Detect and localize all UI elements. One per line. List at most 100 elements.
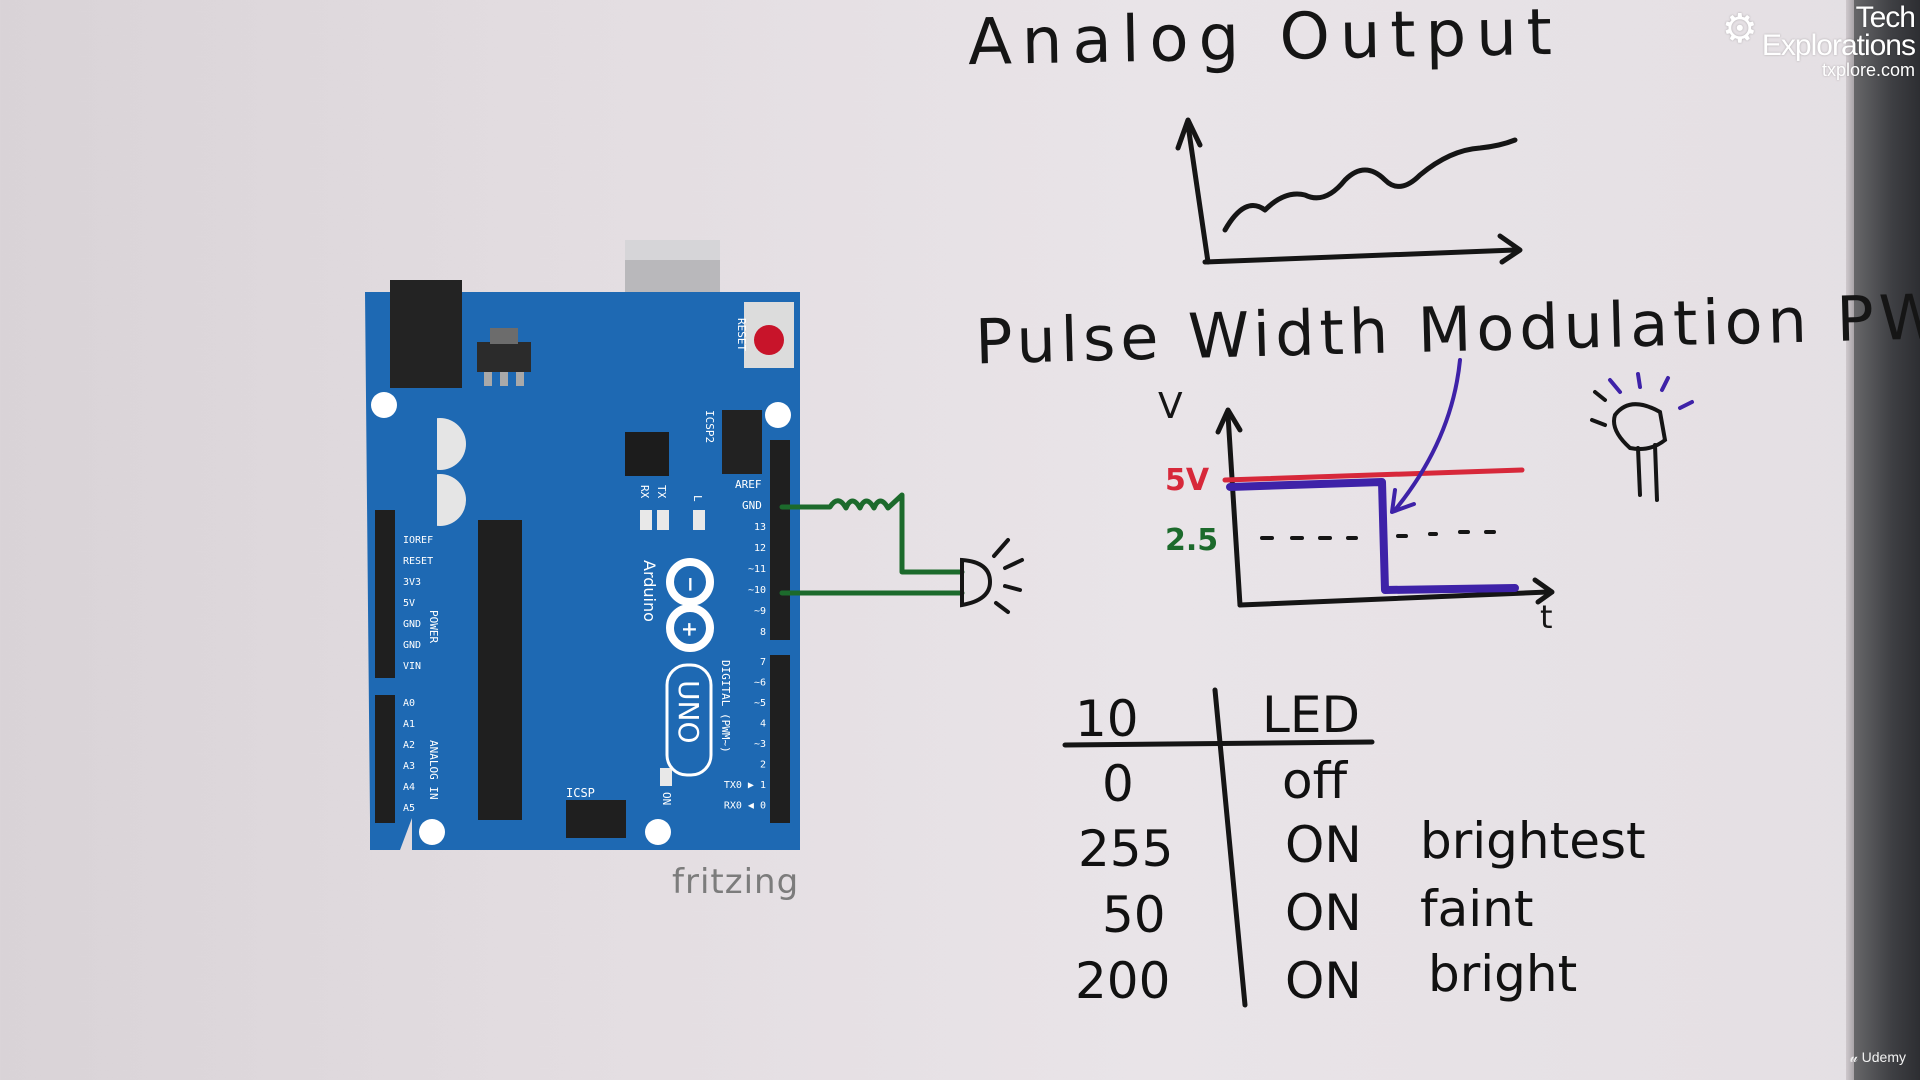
logo-line-2: Explorations	[1761, 29, 1916, 62]
pwm-mid-dashed-line	[1260, 530, 1496, 540]
udemy-label: Udemy	[1861, 1049, 1906, 1065]
on-label: ON	[660, 792, 673, 805]
pin-label: ~11	[748, 564, 766, 575]
resistor-wire	[779, 492, 965, 575]
digital-header-top	[770, 440, 790, 640]
row-1-state: ON	[1285, 816, 1362, 874]
voltage-regulator	[477, 342, 531, 372]
icsp-label: ICSP	[566, 786, 595, 800]
usb-chip	[625, 432, 669, 476]
svg-text:−: −	[679, 576, 703, 593]
regulator-tab	[490, 328, 518, 344]
pin-label: ~3	[754, 739, 766, 750]
pin-label: ~10	[748, 585, 766, 596]
infinity-loop-top	[666, 558, 714, 606]
on-led	[660, 768, 672, 786]
pcb	[365, 292, 800, 850]
bulb-leg	[1653, 443, 1659, 502]
pin-label: 5V	[403, 598, 415, 609]
pin-label: A1	[403, 719, 415, 730]
rx-led	[640, 510, 652, 530]
analog-in-label: ANALOG IN	[427, 740, 440, 800]
row-3-value: 200	[1075, 952, 1171, 1010]
infinity-loop-bottom	[666, 604, 714, 652]
pin-label: RX0 ◀ 0	[724, 801, 766, 812]
logo-url: txplore.com	[1821, 60, 1915, 80]
pwm-x-axis	[1237, 589, 1551, 608]
led-circuit-sketch	[779, 492, 965, 596]
rx-label: RX	[638, 485, 651, 499]
pwm-x-arrow	[1532, 577, 1555, 605]
uno-badge	[665, 663, 713, 777]
row-2-note: faint	[1420, 880, 1534, 938]
row-3-state: ON	[1285, 952, 1362, 1010]
pwm-pointer-arrow	[1390, 488, 1416, 514]
microcontroller-chip	[478, 520, 522, 820]
pin-label: GND	[403, 640, 421, 651]
pwm-y-label: V	[1158, 386, 1183, 427]
pwm-x-label: t	[1540, 598, 1553, 636]
gnd-label: GND	[742, 499, 762, 512]
analog-y-arrow	[1175, 117, 1203, 151]
led-body	[960, 557, 993, 608]
tx-led	[657, 510, 669, 530]
pin-label: A0	[403, 698, 415, 709]
pin-label: A3	[403, 761, 415, 772]
svg-text:+: +	[678, 621, 702, 638]
tx-label: TX	[655, 485, 668, 499]
pin-label: 8	[760, 627, 766, 638]
l-led	[693, 510, 705, 530]
tech-explorations-logo: ⚙ Tech Explorations txplore.com	[1722, 1, 1916, 81]
usb-connector-top	[625, 240, 720, 260]
analog-x-axis	[1202, 247, 1518, 265]
mounting-hole	[371, 392, 397, 418]
l-label: L	[691, 495, 704, 502]
led-ray	[994, 601, 1010, 614]
icsp2-header	[722, 410, 762, 474]
mounting-hole	[645, 819, 671, 845]
led-symbol	[960, 538, 1024, 614]
pwm-y-axis	[1225, 412, 1243, 608]
udemy-icon: 𝓊	[1849, 1049, 1858, 1065]
reset-button-cap	[754, 325, 784, 355]
analog-y-axis	[1185, 122, 1211, 265]
row-2-state: ON	[1285, 884, 1362, 942]
analog-signal-curve	[1222, 137, 1518, 233]
pwm-pointer-line	[1393, 358, 1462, 512]
power-label: POWER	[427, 610, 440, 643]
pin-label: 4	[760, 719, 766, 730]
pwm-2-5-label: 2.5	[1165, 523, 1218, 558]
pin-label: 13	[754, 522, 766, 533]
table-column-divider	[1212, 687, 1248, 1008]
whiteboard-edge	[1846, 0, 1854, 1080]
pwm-y-arrow	[1215, 407, 1243, 435]
bulb-leg	[1636, 446, 1642, 497]
fritzing-label: fritzing	[672, 862, 800, 902]
pwm-5v-label: 5V	[1165, 463, 1210, 498]
pin-label: 7	[760, 657, 766, 668]
udemy-watermark: 𝓊 Udemy	[1850, 1049, 1906, 1066]
pin-label: ~6	[754, 678, 766, 689]
power-header	[375, 510, 395, 678]
power-jack	[390, 280, 462, 388]
analog-header	[375, 695, 395, 823]
logo-line-1: Tech	[1855, 1, 1916, 34]
pwm-graph	[1215, 358, 1555, 608]
icsp-header	[566, 800, 626, 838]
pin-label: 2	[760, 760, 766, 771]
digital-header-bottom	[770, 655, 790, 823]
bulb-sketch	[1590, 390, 1668, 502]
bulb-rays	[1608, 372, 1694, 410]
mounting-hole	[765, 402, 791, 428]
pin-label: VIN	[403, 661, 421, 672]
pin-label: 12	[754, 543, 766, 554]
arduino-logo: − +	[666, 558, 714, 652]
arduino-uno-board: RESET ICSP2 TX RX L ICSP ON	[365, 240, 800, 850]
arduino-wordmark: Arduino	[640, 560, 659, 622]
aref-label: AREF	[735, 478, 762, 491]
pin-label: A5	[403, 803, 415, 814]
row-1-note: brightest	[1420, 812, 1646, 870]
